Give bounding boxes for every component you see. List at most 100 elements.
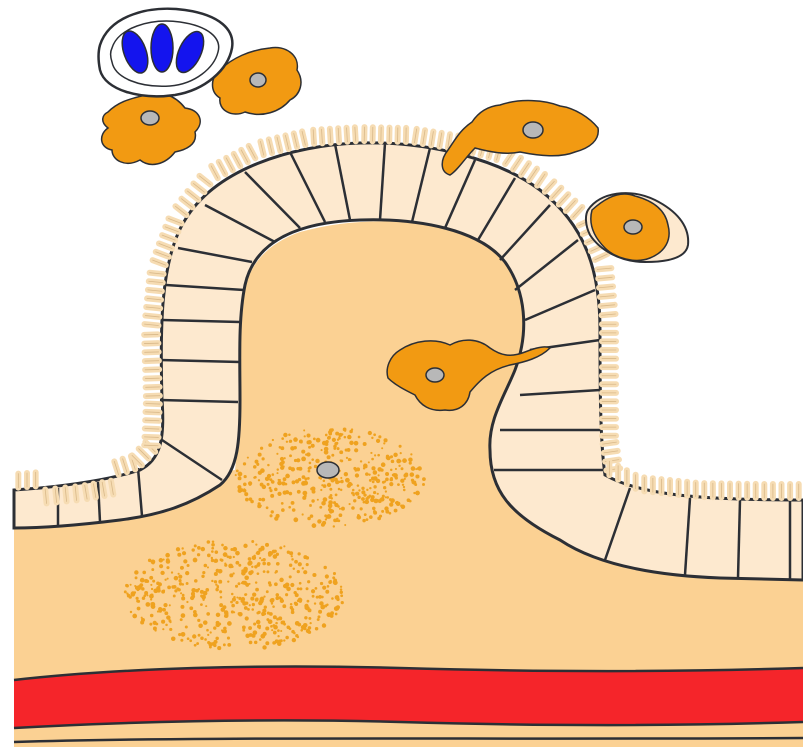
dendritic-cell-icon — [102, 93, 201, 164]
granule — [254, 555, 256, 557]
granule — [356, 467, 360, 471]
granule — [207, 634, 209, 636]
granule — [310, 487, 313, 490]
granule — [414, 483, 417, 486]
granule — [272, 473, 275, 476]
granule — [314, 602, 316, 604]
granule — [315, 627, 318, 630]
granule — [386, 456, 390, 460]
granule — [262, 558, 265, 561]
granule — [276, 453, 278, 455]
granule — [326, 603, 329, 606]
granule — [369, 494, 371, 496]
granule — [169, 628, 172, 631]
granule — [249, 604, 251, 606]
granule — [297, 570, 300, 573]
granule — [150, 584, 152, 586]
granule — [390, 469, 392, 471]
granule — [395, 468, 397, 470]
granule — [335, 494, 338, 497]
granule — [297, 490, 301, 494]
granule — [198, 623, 203, 628]
granule — [278, 616, 282, 620]
granule — [213, 644, 216, 647]
granule — [244, 475, 247, 478]
granule — [152, 562, 155, 565]
granule — [171, 637, 176, 642]
granule — [231, 604, 235, 608]
granule — [193, 610, 197, 614]
granule — [297, 636, 299, 638]
granule — [298, 552, 301, 555]
granule — [381, 510, 384, 513]
granule — [376, 479, 380, 483]
granule — [256, 620, 261, 625]
granule — [150, 614, 154, 618]
granule — [166, 615, 170, 619]
granule — [285, 483, 288, 486]
granule — [271, 629, 273, 631]
granule — [150, 602, 153, 605]
granule — [141, 617, 143, 619]
granule — [238, 476, 242, 480]
granule — [272, 439, 274, 441]
granule — [300, 629, 303, 632]
granule — [213, 626, 216, 629]
granule — [335, 595, 340, 600]
granule — [280, 630, 282, 632]
granule — [341, 433, 343, 435]
granule — [159, 564, 163, 568]
granule — [211, 580, 213, 582]
granule — [400, 479, 404, 483]
granule — [206, 612, 210, 616]
granule — [150, 594, 153, 597]
granule — [337, 439, 339, 441]
granule — [308, 617, 311, 620]
granule — [255, 460, 259, 464]
granule — [335, 613, 338, 616]
granule — [309, 622, 311, 624]
granule — [290, 603, 293, 606]
granule — [218, 614, 220, 616]
granule — [317, 499, 319, 501]
granule — [289, 551, 293, 555]
granule — [293, 437, 298, 442]
granule — [163, 590, 165, 592]
granule — [219, 603, 223, 607]
granule — [301, 457, 306, 462]
granule — [313, 438, 316, 441]
granule — [307, 600, 310, 603]
granule — [173, 585, 177, 589]
granule — [142, 597, 145, 600]
granule — [266, 506, 269, 509]
granule — [244, 606, 248, 610]
granule — [302, 475, 306, 479]
granule — [308, 467, 311, 470]
granule — [161, 620, 165, 624]
granule — [267, 464, 269, 466]
microvillus-outline — [144, 445, 158, 446]
granule — [245, 633, 250, 638]
granule — [181, 632, 186, 637]
granule — [174, 589, 177, 592]
granule — [276, 553, 279, 556]
granule — [306, 587, 309, 590]
granule — [288, 434, 291, 437]
granule — [396, 501, 401, 506]
granule — [283, 545, 285, 547]
granule — [299, 439, 303, 443]
granule — [218, 580, 222, 584]
granule — [363, 501, 366, 504]
granule — [214, 572, 218, 576]
granule — [274, 488, 278, 492]
granule — [265, 641, 269, 645]
granule — [304, 616, 307, 619]
granule — [303, 627, 306, 630]
granule — [194, 579, 198, 583]
granule — [369, 515, 373, 519]
granule — [145, 602, 150, 607]
granule — [320, 477, 322, 479]
granule — [229, 573, 233, 577]
granule — [318, 610, 322, 614]
granule — [272, 605, 275, 608]
